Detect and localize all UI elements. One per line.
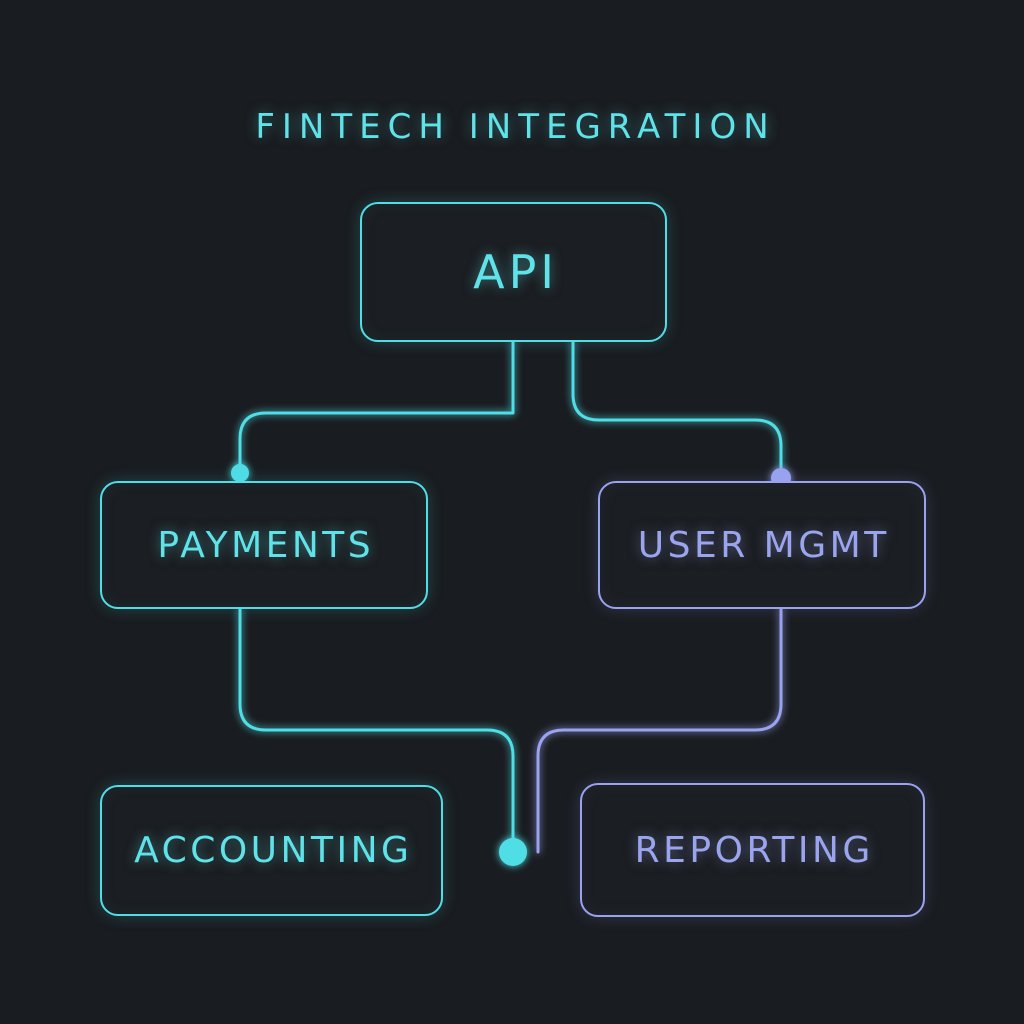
node-api-label: API (473, 245, 558, 299)
node-reporting[interactable]: REPORTING (580, 783, 925, 917)
edge-api-to-payments (238, 340, 515, 475)
page-title: FINTECH INTEGRATION (255, 107, 776, 147)
node-accounting-label: ACCOUNTING (134, 830, 413, 871)
node-payments[interactable]: PAYMENTS (100, 481, 428, 609)
node-reporting-label: REPORTING (634, 829, 874, 871)
dot-payments-top (231, 464, 249, 482)
edge-usermgmt-to-junction (536, 607, 783, 854)
node-user-mgmt[interactable]: USER MGMT (598, 481, 926, 609)
node-accounting[interactable]: ACCOUNTING (100, 785, 443, 916)
node-api[interactable]: API (360, 202, 667, 342)
node-payments-label: PAYMENTS (157, 524, 375, 566)
dot-junction (499, 838, 527, 866)
edge-api-to-usermgmt (571, 340, 783, 480)
edge-paths (238, 340, 783, 854)
node-user-mgmt-label: USER MGMT (637, 524, 890, 566)
